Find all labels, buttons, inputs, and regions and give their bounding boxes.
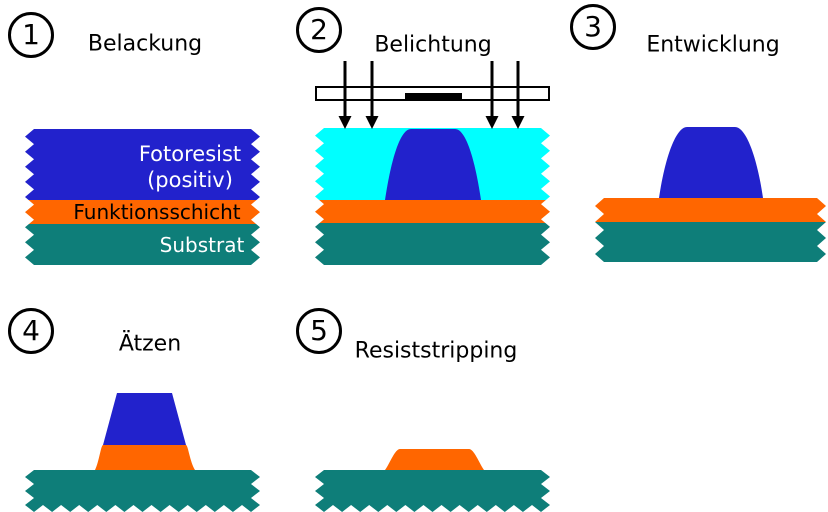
step-3-resist-dome <box>659 127 763 198</box>
photomask-pattern <box>405 93 462 99</box>
fotoresist-label-line1: Fotoresist <box>139 142 241 166</box>
step-1-funktionsschicht-layer <box>25 200 260 224</box>
step-1-label: Belackung <box>87 31 203 57</box>
step-2-unexposed-resist-dome <box>385 129 481 200</box>
step-3-label: Entwicklung <box>646 32 780 58</box>
step-4-layer-stack <box>25 470 260 512</box>
step-1-substrat-layer <box>25 224 260 265</box>
exposure-arrow-3-head <box>485 116 499 129</box>
step-4-label: Ätzen <box>118 331 182 357</box>
step-4-resist-mesa <box>103 393 186 445</box>
step-3-funktionsschicht-layer <box>595 198 826 222</box>
step-4-number-badge: 4 <box>8 308 54 354</box>
substrat-label: Substrat <box>160 233 245 257</box>
step-2-layer-stack <box>315 128 550 265</box>
exposure-arrow-1-head <box>338 116 352 129</box>
step-3-number-badge: 3 <box>570 4 616 50</box>
step-1-number-badge: 1 <box>8 12 54 58</box>
exposure-arrows <box>338 61 525 129</box>
step-2-funktionsschicht-layer <box>315 200 550 223</box>
step-2-label: Belichtung <box>374 32 492 58</box>
step-5-layer-stack <box>315 470 550 512</box>
step-5-number-badge: 5 <box>296 308 342 354</box>
step-2-substrat-layer <box>315 223 550 265</box>
step-2-number-badge: 2 <box>296 7 342 53</box>
step-1-layer-stack <box>25 129 260 265</box>
step-5-funktionsschicht-mesa <box>385 449 484 470</box>
fotoresist-label-line2: (positiv) <box>147 168 233 192</box>
step-3-substrat-layer <box>595 222 826 262</box>
step-5-label: Resiststripping <box>354 338 518 364</box>
funktionsschicht-label: Funktionsschicht <box>73 200 240 224</box>
step-3-layer-stack <box>595 198 826 262</box>
exposure-arrow-4-head <box>511 116 525 129</box>
step-4-substrat-layer <box>25 470 260 512</box>
step-5-substrat-layer <box>315 470 550 512</box>
step-4-funktionsschicht-mesa <box>95 445 195 470</box>
step-1-fotoresist-layer <box>25 129 260 200</box>
exposure-arrow-2-head <box>365 116 379 129</box>
